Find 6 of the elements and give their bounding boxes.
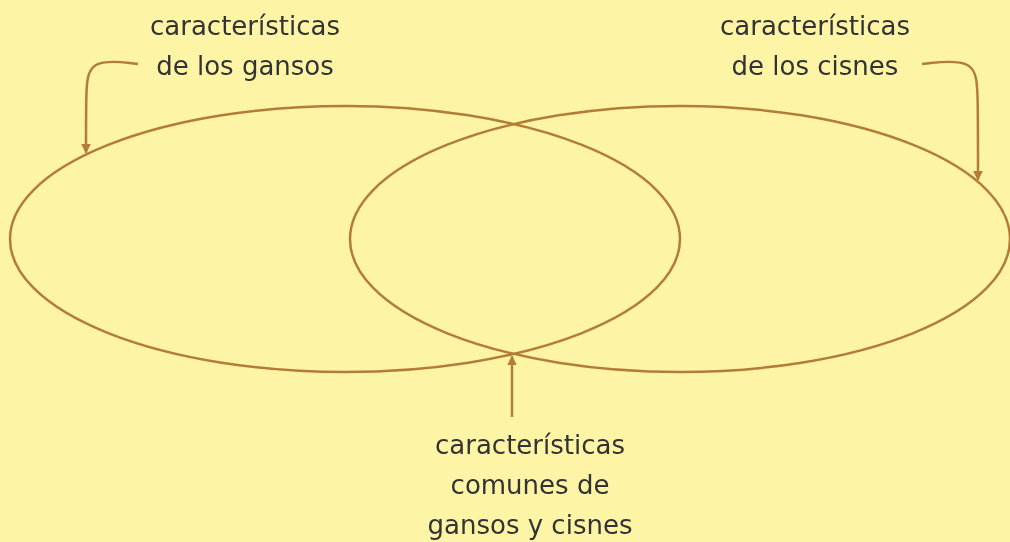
callout-label: características de los gansos (149, 10, 341, 83)
arrow (921, 60, 983, 181)
callout-label: características comunes de gansos y cisnes (426, 429, 634, 542)
arrow (507, 355, 517, 417)
callout-label: características de los cisnes (719, 10, 911, 83)
arrow (81, 60, 139, 154)
